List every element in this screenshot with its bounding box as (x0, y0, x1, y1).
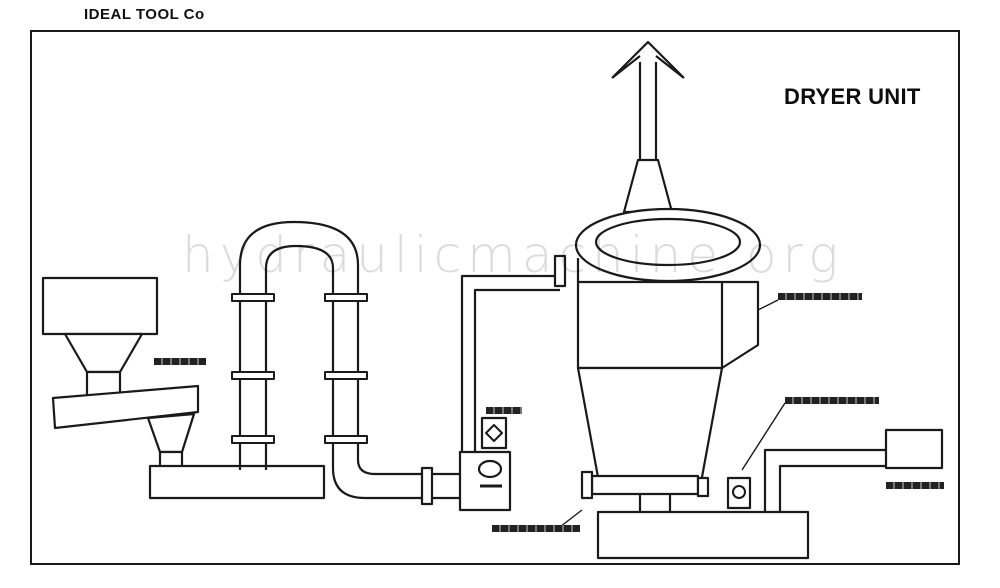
exhaust-arrow (611, 40, 685, 160)
company-title: IDEAL TOOL Co (84, 6, 205, 23)
dryer-unit-title: DRYER UNIT (784, 84, 921, 109)
watermark-text: hydraulicmachine.org (182, 226, 845, 284)
dryer-collar (590, 474, 700, 496)
label-marker-fan (486, 407, 522, 414)
dryer-base (596, 510, 810, 560)
collar-clamp-right (696, 476, 710, 498)
label-marker-base (492, 525, 580, 532)
label-marker-conveyor (154, 358, 206, 365)
exhaust-cone (622, 158, 674, 214)
pipe-to-fan (432, 472, 460, 500)
inclined-conveyor (51, 384, 200, 430)
feed-hopper-funnel (63, 332, 144, 374)
fan-rotor (477, 459, 503, 479)
label-marker-discharge (886, 482, 944, 489)
dryer-top-ring-inner (594, 217, 742, 267)
pipe-flanges (231, 293, 368, 444)
feed-base-duct (148, 464, 326, 500)
elbow-pipe (331, 445, 428, 500)
air-duct (460, 274, 560, 452)
feed-hopper-box (41, 276, 159, 336)
label-marker-control (785, 397, 879, 404)
control-device-right (726, 476, 752, 510)
discharge-box (884, 428, 944, 470)
u-pipe-outer (238, 220, 360, 470)
diagram-frame (30, 30, 960, 565)
discharge-pipe (763, 448, 886, 512)
lower-funnel (146, 412, 196, 454)
u-pipe-inner (264, 244, 335, 470)
collar-clamp-left (580, 470, 594, 500)
label-marker-dryer (778, 293, 862, 300)
pipe-coupling (420, 466, 434, 506)
dryer-cone (576, 366, 724, 490)
duct-flange (553, 254, 567, 288)
